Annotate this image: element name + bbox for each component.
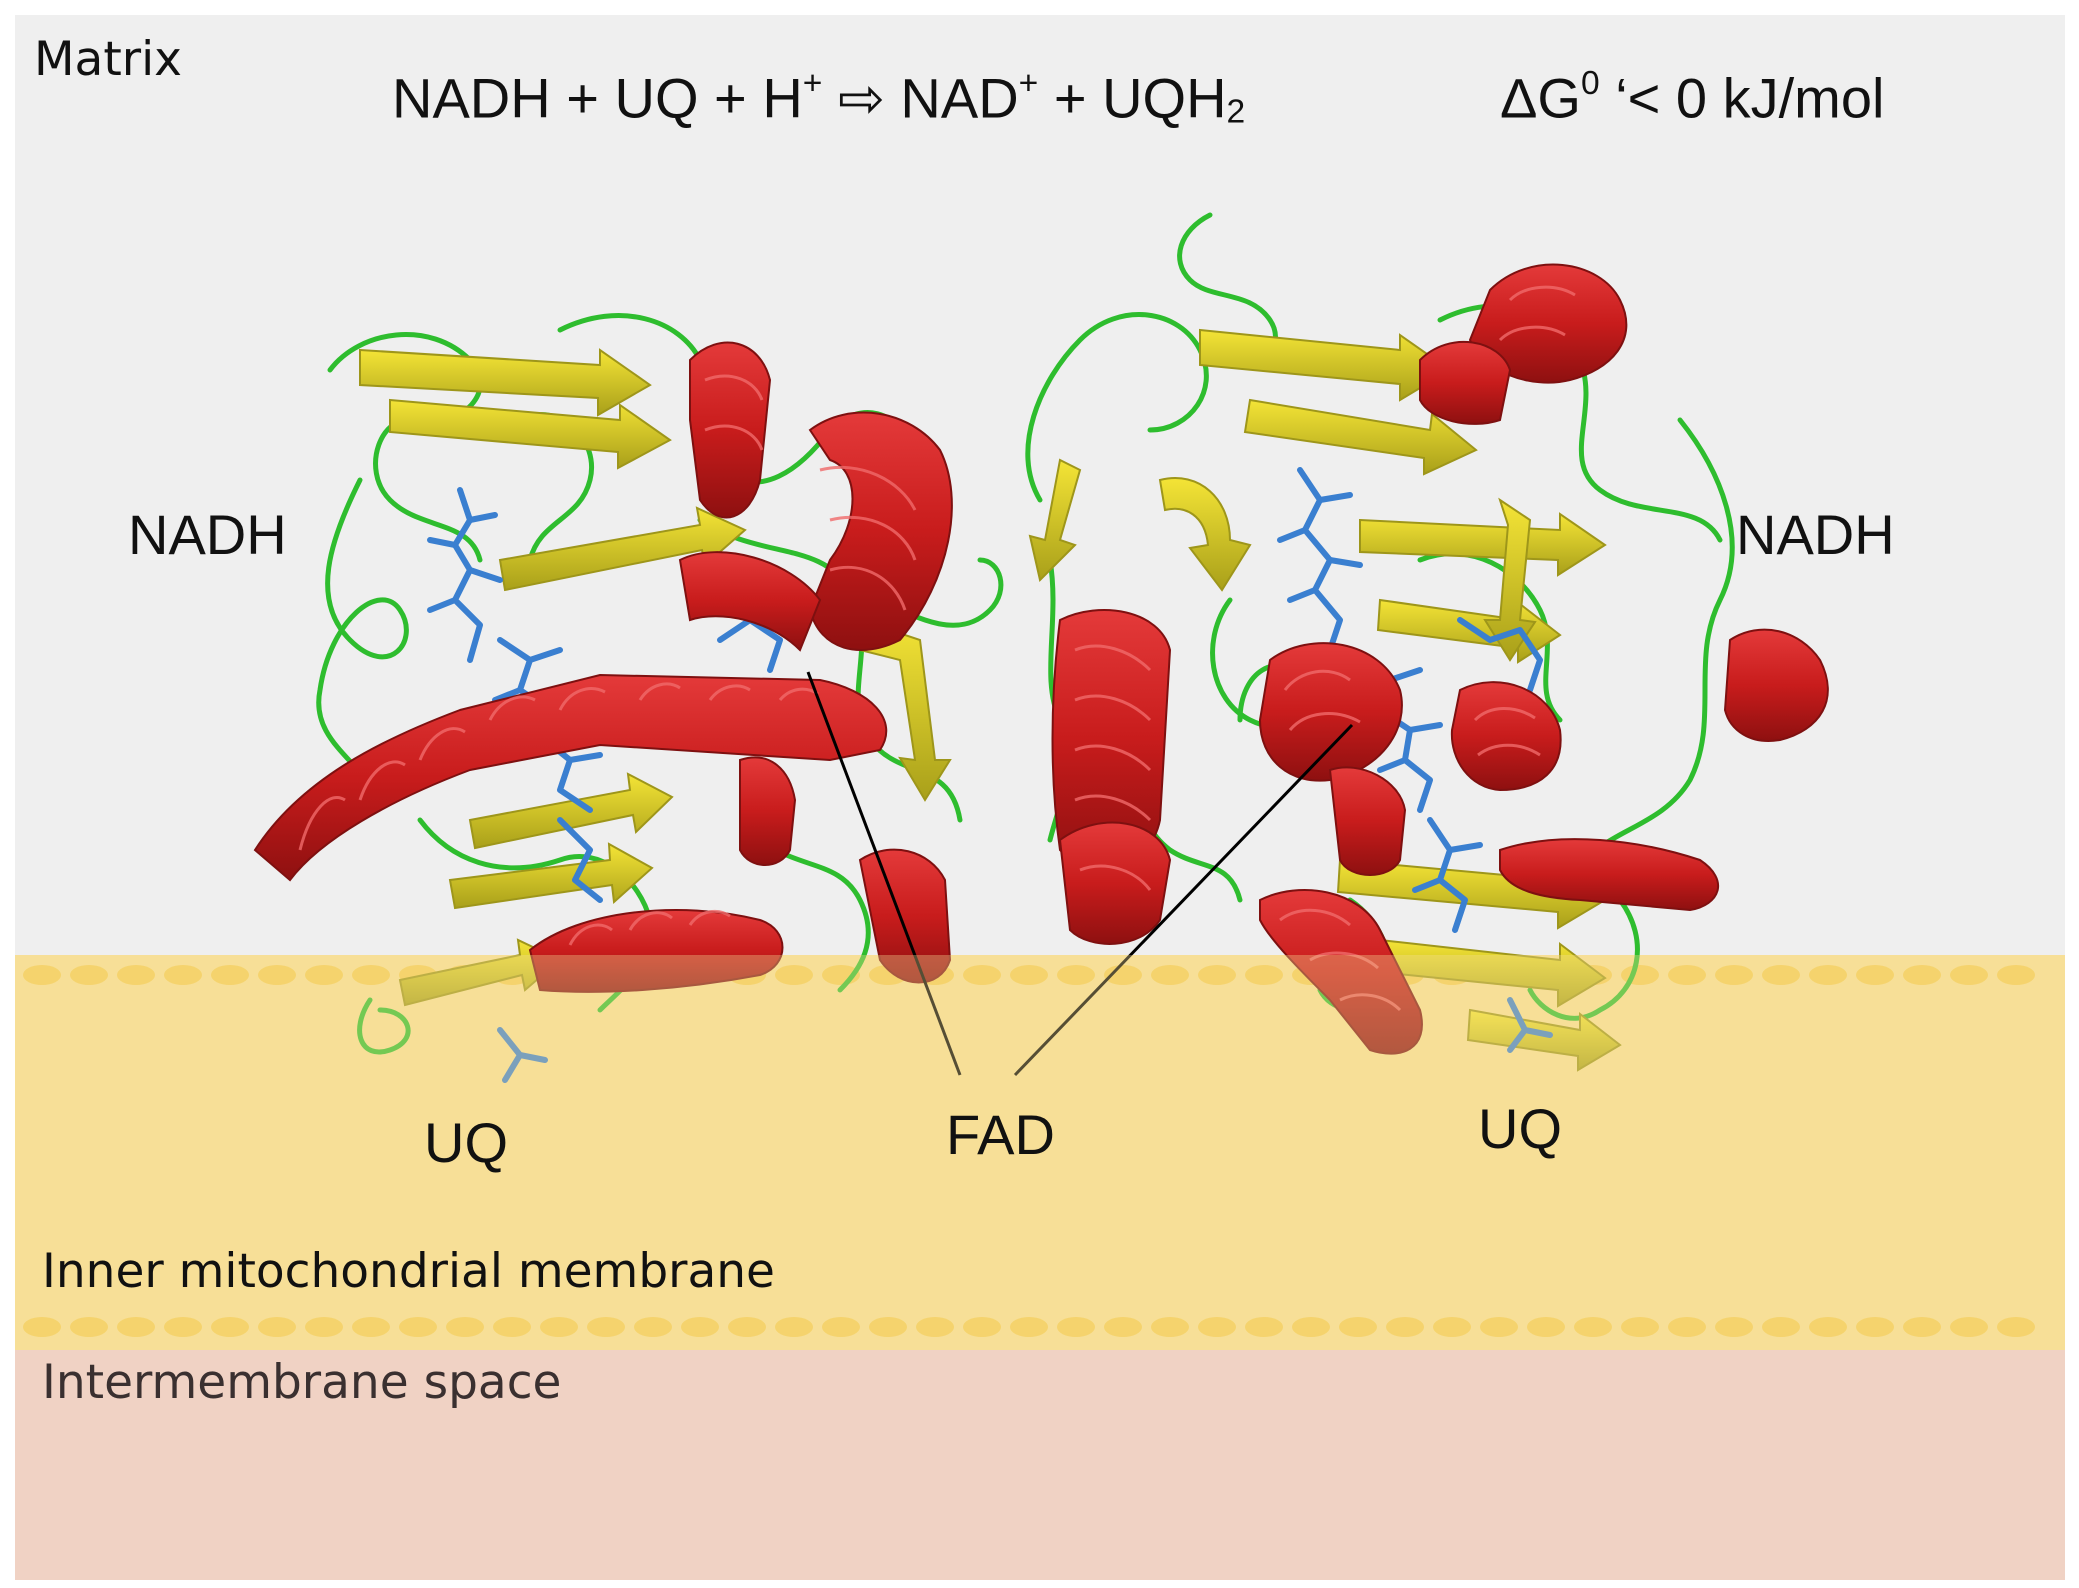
fad-label: FAD: [946, 1103, 1055, 1166]
nadh-right-label: NADH: [1736, 503, 1895, 566]
lipid-head: [70, 1317, 108, 1337]
lipid-head: [1668, 1317, 1706, 1337]
delta-g: ΔG: [1500, 66, 1581, 130]
lipid-head: [681, 1317, 719, 1337]
lipid-head: [117, 965, 155, 985]
lipid-head: [916, 1317, 954, 1337]
lipid-head: [1715, 1317, 1753, 1337]
lipid-head: [164, 965, 202, 985]
lipid-head: [1809, 1317, 1847, 1337]
fad-pointer-lines: [806, 671, 1354, 1077]
lipid-head: [540, 1317, 578, 1337]
lipid-head: [70, 965, 108, 985]
protein-monomer-left: [253, 313, 1004, 1083]
lipid-head: [305, 965, 343, 985]
lipid-head: [1245, 965, 1283, 985]
intermembrane-label: Intermembrane space: [42, 1355, 562, 1410]
lipid-head: [1010, 965, 1048, 985]
lipid-head: [352, 1317, 390, 1337]
lipid-head: [211, 965, 249, 985]
lipid-head: [352, 965, 390, 985]
lipid-head: [728, 1317, 766, 1337]
lipid-head: [1386, 1317, 1424, 1337]
lipid-head: [1198, 1317, 1236, 1337]
lipid-head: [587, 1317, 625, 1337]
lipid-head: [493, 1317, 531, 1337]
inner-membrane-label: Inner mitochondrial membrane: [42, 1244, 775, 1299]
lipid-head: [399, 1317, 437, 1337]
equation-nad: NAD: [900, 66, 1019, 130]
lipid-head: [1104, 965, 1142, 985]
free-energy-label: ΔG0 ‘< 0 kJ/mol: [1500, 65, 1884, 131]
lipid-head: [1057, 1317, 1095, 1337]
lipid-head: [1104, 1317, 1142, 1337]
lipid-head: [1762, 965, 1800, 985]
lipid-head: [211, 1317, 249, 1337]
lipid-head: [1997, 1317, 2035, 1337]
equation-reactants: NADH + UQ + H: [392, 66, 803, 130]
membrane-overlay: [15, 955, 2065, 1350]
membrane-lipid-row-bottom: [23, 1317, 2035, 1337]
lipid-head: [1433, 1317, 1471, 1337]
matrix-label: Matrix: [34, 32, 182, 87]
membrane-region: [15, 955, 2065, 1350]
protein-monomer-right: [1025, 212, 1829, 1072]
nad-charge: +: [1018, 65, 1039, 102]
lipid-head: [1151, 1317, 1189, 1337]
lipid-head: [1668, 965, 1706, 985]
lipid-head: [1950, 965, 1988, 985]
lipid-head: [963, 965, 1001, 985]
lipid-head: [1245, 1317, 1283, 1337]
standard-state-superscript: 0: [1580, 65, 1600, 102]
lipid-head: [1057, 965, 1095, 985]
lipid-head: [775, 1317, 813, 1337]
lipid-head: [1856, 965, 1894, 985]
lipid-head: [1809, 965, 1847, 985]
uq-right-label: UQ: [1478, 1097, 1562, 1160]
lipid-head: [1480, 1317, 1518, 1337]
lipid-head: [258, 965, 296, 985]
lipid-head: [1950, 1317, 1988, 1337]
equation-uqh: + UQH: [1053, 66, 1227, 130]
lipid-head: [23, 965, 61, 985]
lipid-head: [305, 1317, 343, 1337]
lipid-head: [634, 1317, 672, 1337]
free-energy-value: ‘< 0 kJ/mol: [1599, 66, 1885, 130]
lipid-head: [164, 1317, 202, 1337]
lipid-head: [1997, 965, 2035, 985]
lipid-head: [258, 1317, 296, 1337]
lipid-head: [1292, 1317, 1330, 1337]
uqh-subscript: 2: [1226, 93, 1246, 131]
lipid-head: [117, 1317, 155, 1337]
lipid-head: [775, 965, 813, 985]
lipid-head: [1151, 965, 1189, 985]
lipid-head: [446, 1317, 484, 1337]
lipid-head: [1903, 965, 1941, 985]
proton-charge: +: [802, 65, 823, 102]
uq-left-label: UQ: [424, 1111, 508, 1174]
reaction-arrow-icon: ⇨: [837, 66, 885, 130]
lipid-head: [23, 1317, 61, 1337]
lipid-head: [1903, 1317, 1941, 1337]
lipid-head: [1574, 1317, 1612, 1337]
lipid-head: [1010, 1317, 1048, 1337]
lipid-head: [1621, 1317, 1659, 1337]
reaction-equation: NADH + UQ + H+ ⇨ NAD+ + UQH2: [392, 65, 1245, 132]
lipid-head: [1198, 965, 1236, 985]
lipid-head: [1762, 1317, 1800, 1337]
lipid-head: [869, 1317, 907, 1337]
intermembrane-region: [15, 1350, 2065, 1580]
lipid-head: [1715, 965, 1753, 985]
lipid-head: [1856, 1317, 1894, 1337]
nadh-left-label: NADH: [128, 503, 287, 566]
lipid-head: [1527, 1317, 1565, 1337]
lipid-head: [963, 1317, 1001, 1337]
lipid-head: [1339, 1317, 1377, 1337]
lipid-head: [822, 1317, 860, 1337]
